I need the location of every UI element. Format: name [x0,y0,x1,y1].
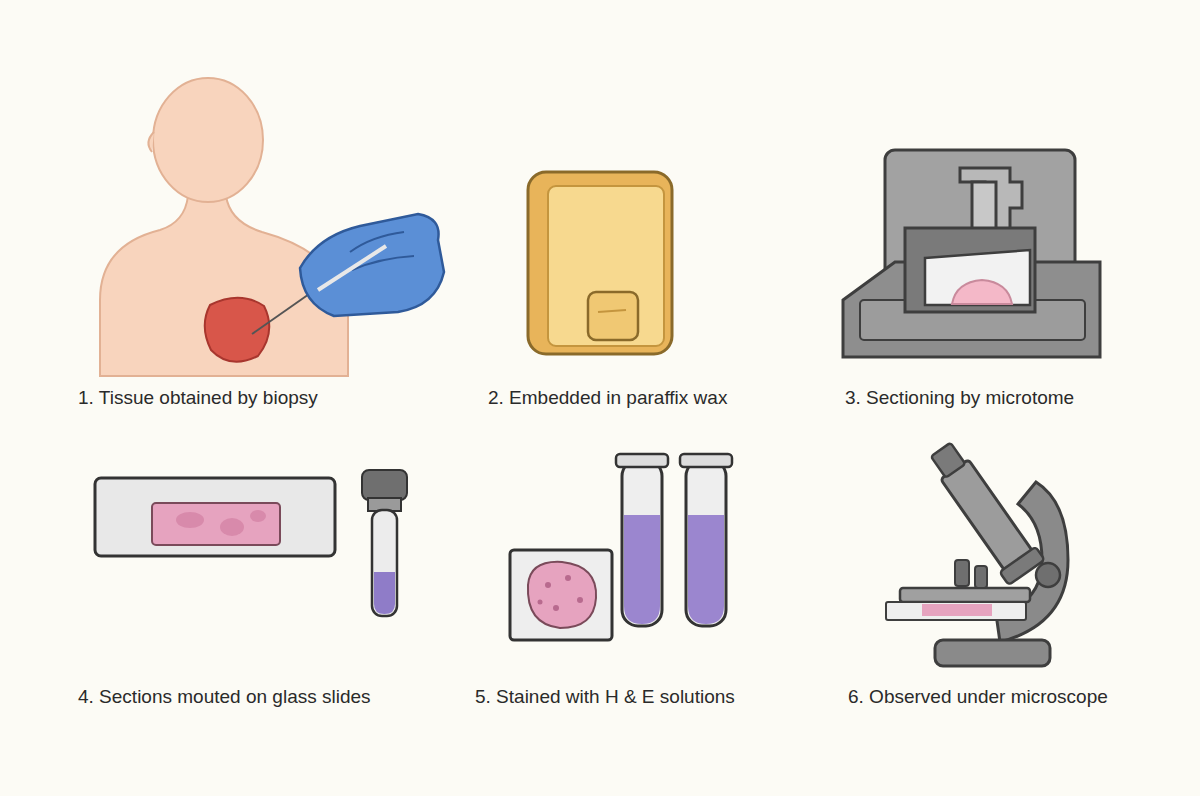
microscope [931,443,966,478]
microscope [922,604,992,616]
stain-tubes [622,460,662,626]
stained-slide [538,600,543,605]
microscope [886,602,1026,620]
microscope [935,640,1050,666]
glass-slide [220,518,244,536]
step-caption: 3. Sectioning by microtome [845,387,1074,410]
stain-tubes [688,515,724,624]
scalpel [252,292,312,334]
dropper [372,510,397,616]
patient-figure [148,132,154,152]
stained-slide [545,582,551,588]
microscope [900,588,1030,602]
dropper [374,572,395,614]
patient-figure [100,78,348,376]
microscope [941,459,1033,570]
microscope [955,560,969,586]
step-caption: 2. Embedded in paraffix wax [488,387,727,410]
microscope [1036,563,1060,587]
microscope [923,437,1045,585]
scalpel-handle [318,246,386,290]
microscope [975,566,987,588]
glass-slide [152,503,280,545]
glass-slide [95,478,335,556]
glass-slide [95,478,335,556]
dropper [362,470,407,500]
step-caption: 5. Stained with H & E solutions [475,686,735,709]
paraffin-block [588,292,638,340]
stained-slide [577,597,583,603]
gloved-hand [300,214,444,316]
stain-tubes [616,454,732,626]
paraffin-block [548,186,664,346]
stained-slide [565,575,571,581]
glass-slide [176,512,204,528]
microtome [843,150,1100,357]
stained-slide [528,562,596,628]
microscope [886,437,1068,666]
patient-figure [153,78,263,202]
paraffin-block [528,172,672,354]
step-caption: 6. Observed under microscope [848,686,1108,709]
stain-tubes [616,454,668,467]
microtome [925,250,1030,305]
microtome [952,280,1012,304]
stained-slide [510,550,612,640]
paraffin-block [528,172,672,354]
stained-slide [553,605,559,611]
microtome [905,228,1035,312]
stain-tubes [624,515,660,624]
step-caption: 4. Sections mouted on glass slides [78,686,371,709]
paraffin-block [598,310,626,312]
dropper [362,470,407,616]
stain-tubes [680,454,732,467]
stained-slide [510,550,612,640]
step-caption: 1. Tissue obtained by biopsy [78,387,318,410]
stain-tubes [686,460,726,626]
glass-slide [250,510,266,522]
